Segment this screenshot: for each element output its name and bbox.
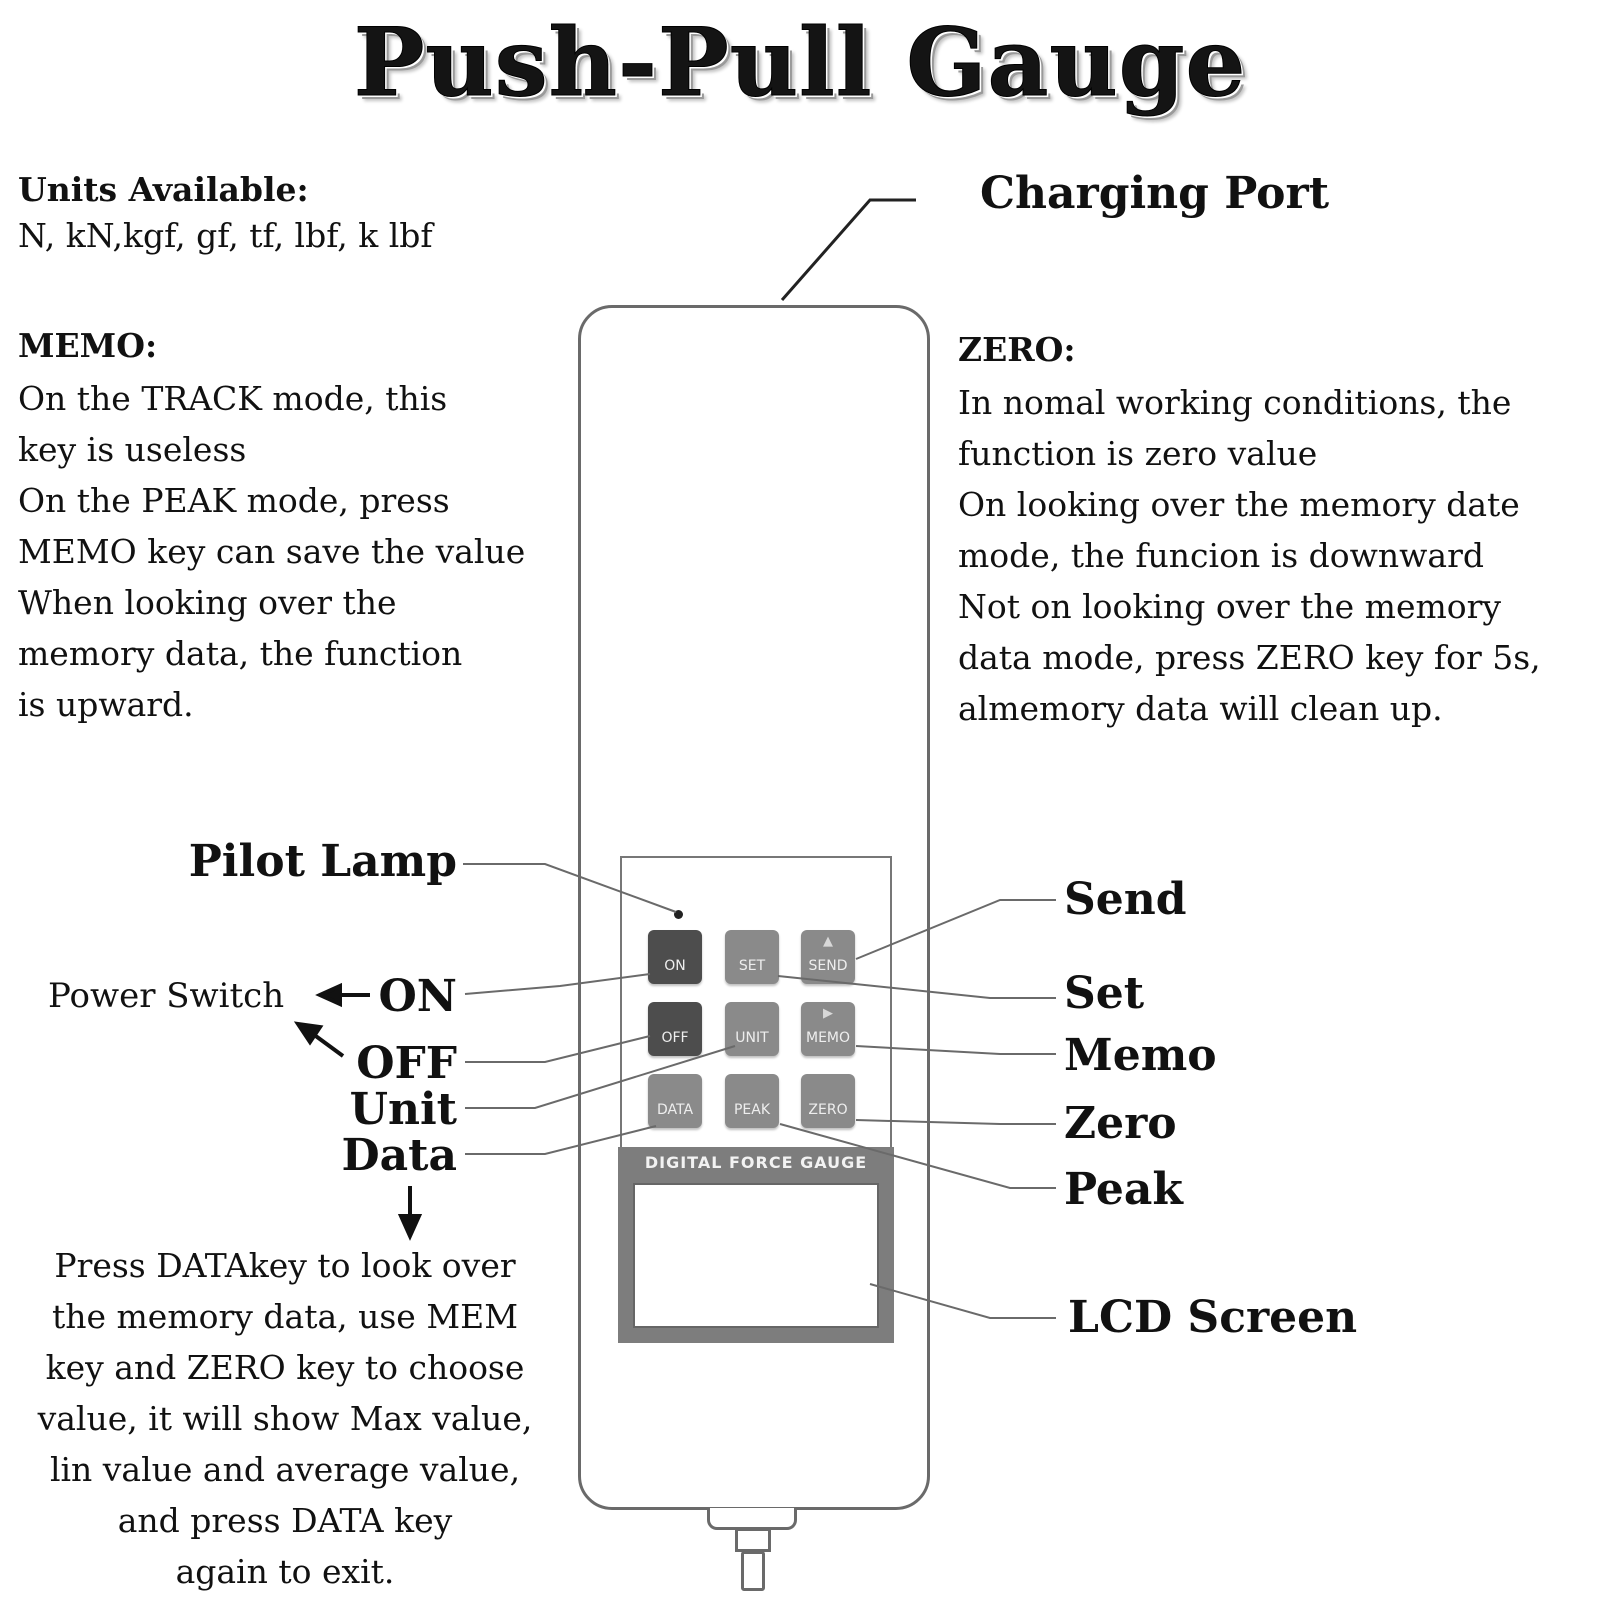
- units-heading: Units Available:: [18, 170, 309, 209]
- send-key[interactable]: ▲ SEND: [801, 930, 855, 984]
- lcd-label: DIGITAL FORCE GAUGE: [644, 1153, 868, 1172]
- zero-line: data mode, press ZERO key for 5s,: [958, 638, 1541, 677]
- zero-label: Zero: [1064, 1098, 1177, 1149]
- memo-line: On the TRACK mode, this: [18, 379, 448, 418]
- data-note-line: the memory data, use MEM: [51, 1297, 518, 1336]
- memo-description: On the TRACK mode, this key is useless O…: [18, 373, 525, 730]
- units-text: N, kN,kgf, gf, tf, lbf, k lbf: [18, 216, 433, 255]
- zero-heading: ZERO:: [958, 330, 1076, 369]
- zero-line: mode, the funcion is downward: [958, 536, 1484, 575]
- unit-key-label: UNIT: [735, 1030, 769, 1046]
- lcd-screen: [633, 1183, 879, 1328]
- on-key-label: ON: [664, 958, 686, 974]
- memo-leader: [855, 1045, 1056, 1055]
- up-arrow-icon: ▲: [823, 934, 833, 949]
- memo-line: key is useless: [18, 430, 247, 469]
- charging-port-leader: [780, 198, 916, 301]
- data-note-line: key and ZERO key to choose: [45, 1348, 525, 1387]
- unit-label: Unit: [349, 1084, 457, 1135]
- memo-line: memory data, the function: [18, 634, 463, 673]
- data-key-label: DATA: [656, 1102, 694, 1118]
- zero-line: On looking over the memory date: [958, 485, 1520, 524]
- power-off-arrow-icon: [311, 1032, 345, 1058]
- pilot-lamp-label: Pilot Lamp: [188, 836, 457, 887]
- send-key-label: SEND: [808, 958, 848, 974]
- power-off-arrowhead-icon: [293, 1021, 324, 1046]
- zero-line: function is zero value: [958, 434, 1318, 473]
- on-label: ON: [378, 971, 457, 1022]
- off-leader: [465, 1035, 651, 1063]
- set-label: Set: [1064, 968, 1145, 1019]
- lcd-leader: [869, 1283, 1056, 1319]
- off-key[interactable]: OFF: [648, 1002, 702, 1056]
- zero-key-label: ZERO: [808, 1102, 848, 1118]
- off-label: OFF: [356, 1038, 457, 1089]
- data-note-line: Press DATAkey to look over: [54, 1246, 516, 1285]
- zero-line: Not on looking over the memory: [958, 587, 1502, 626]
- power-on-arrowhead-icon: [315, 982, 342, 1008]
- memo-line: is upward.: [18, 685, 194, 724]
- peak-label: Peak: [1064, 1164, 1183, 1215]
- pilot-lamp-indicator: [674, 910, 683, 919]
- pilot-lamp-leader: [463, 863, 677, 913]
- zero-line: In nomal working conditions, the: [958, 383, 1512, 422]
- peak-key-label: PEAK: [733, 1102, 771, 1118]
- unit-leader: [465, 1045, 736, 1109]
- data-leader: [465, 1125, 657, 1155]
- peak-leader: [779, 1123, 1056, 1189]
- zero-description: In nomal working conditions, the functio…: [958, 377, 1541, 734]
- right-arrow-icon: ▶: [823, 1006, 833, 1021]
- peak-key[interactable]: PEAK: [725, 1074, 779, 1128]
- lcd-screen-label: LCD Screen: [1068, 1292, 1358, 1343]
- send-label: Send: [1064, 874, 1187, 925]
- connector-neck: [735, 1528, 771, 1552]
- zero-line: almemory data will clean up.: [958, 689, 1443, 728]
- zero-key[interactable]: ZERO: [801, 1074, 855, 1128]
- data-down-arrowhead-icon: [397, 1214, 423, 1241]
- memo-label: Memo: [1064, 1030, 1217, 1081]
- memo-line: When looking over the: [18, 583, 397, 622]
- zero-leader: [855, 1119, 1056, 1125]
- set-key[interactable]: SET: [725, 930, 779, 984]
- set-key-label: SET: [738, 958, 766, 974]
- data-key[interactable]: DATA: [648, 1074, 702, 1128]
- data-note: Press DATAkey to look over the memory da…: [0, 1240, 570, 1597]
- data-note-line: value, it will show Max value,: [37, 1399, 533, 1438]
- data-note-line: and press DATA key: [117, 1501, 453, 1540]
- page-title: Push-Pull Gauge: [353, 8, 1247, 119]
- memo-key[interactable]: ▶ MEMO: [801, 1002, 855, 1056]
- off-key-label: OFF: [661, 1030, 689, 1046]
- memo-line: MEMO key can save the value: [18, 532, 526, 571]
- unit-key[interactable]: UNIT: [725, 1002, 779, 1056]
- memo-heading: MEMO:: [18, 326, 158, 365]
- power-switch-label: Power Switch: [48, 976, 285, 1016]
- memo-line: On the PEAK mode, press: [18, 481, 450, 520]
- on-key[interactable]: ON: [648, 930, 702, 984]
- data-note-line: again to exit.: [175, 1552, 395, 1591]
- set-leader: [777, 975, 1056, 999]
- send-leader: [855, 899, 1056, 960]
- connector-tip: [741, 1551, 765, 1591]
- data-note-line: lin value and average value,: [49, 1450, 521, 1489]
- on-leader: [464, 973, 651, 995]
- data-label: Data: [341, 1130, 458, 1181]
- charging-port-label: Charging Port: [980, 168, 1330, 219]
- memo-key-label: MEMO: [805, 1030, 851, 1046]
